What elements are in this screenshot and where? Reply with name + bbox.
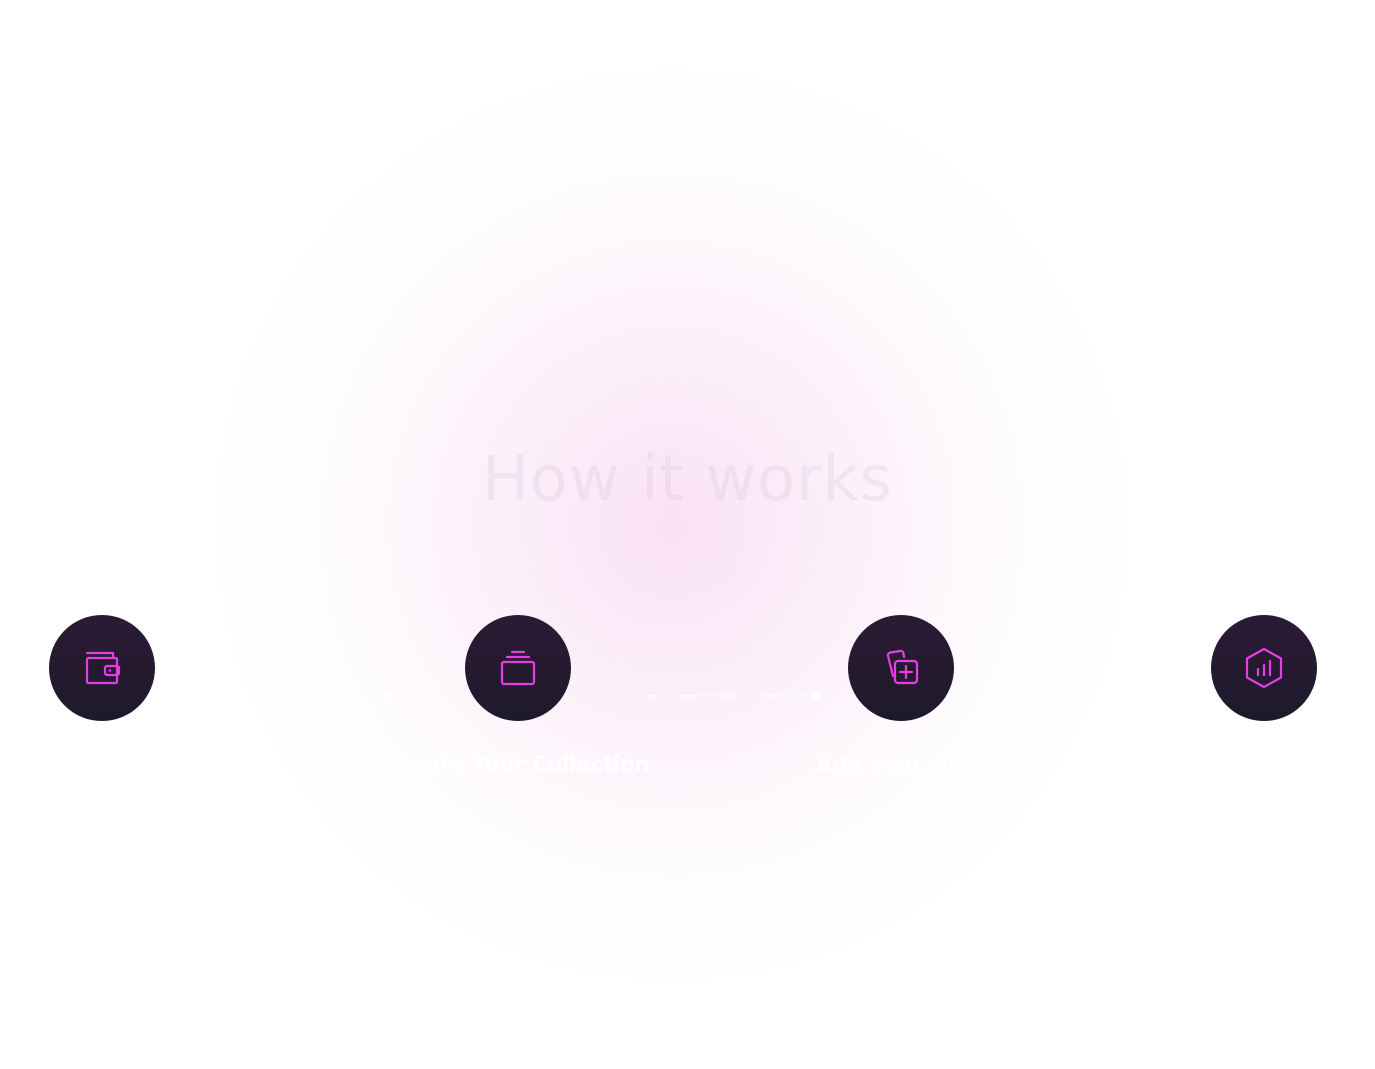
collection-icon [500,650,536,686]
step-label-create-collection: Create Your Collection [386,752,650,776]
wallet-icon [85,651,121,685]
chart-hexagon-icon [1245,647,1283,689]
step-label-add-nfts: Add Your NFTs [816,754,986,778]
step-add-nfts [848,615,954,721]
section-title: How it works [482,442,893,515]
connector-line-2 [650,689,822,701]
step-chart [1211,615,1317,721]
step-wallet [49,615,155,721]
step-create-collection [465,615,571,721]
connector-line-1 [300,690,394,702]
connector-line-3 [1030,695,1090,697]
add-nft-icon [886,649,919,685]
